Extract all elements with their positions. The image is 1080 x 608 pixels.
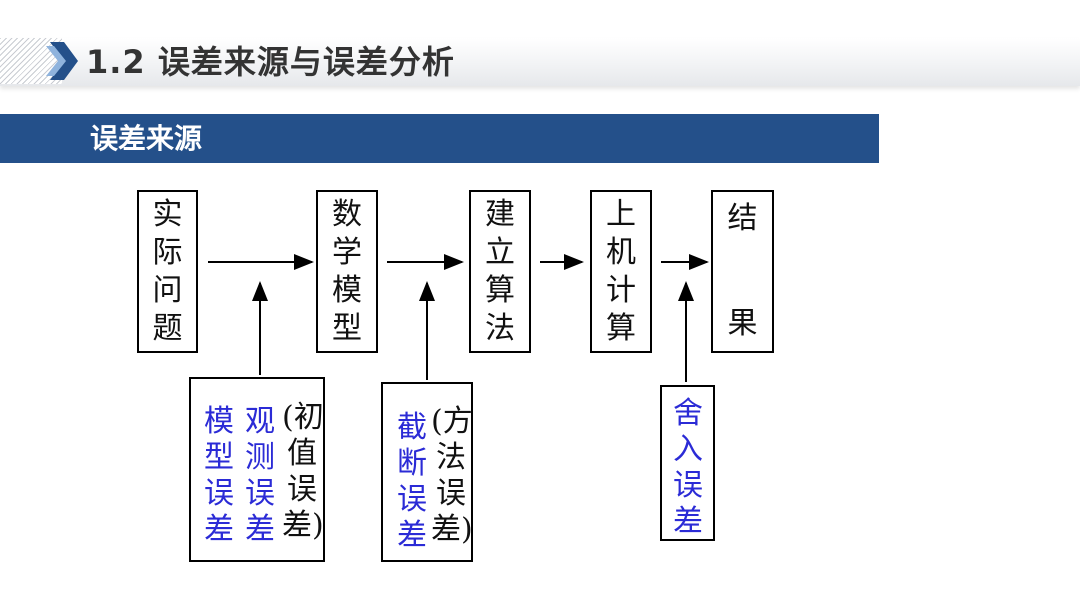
step-box-build-algorithm: 建 立 算 法: [469, 190, 531, 353]
error-box-rounding: [660, 385, 715, 541]
title-bar: [0, 38, 1080, 86]
title-hatch-decoration: [0, 38, 62, 84]
error-label-observation: 观测 误差: [245, 404, 275, 547]
step-box-result: 结 果: [711, 190, 774, 353]
step-box-computer-calc: 上 机 计 算: [590, 190, 652, 353]
section-label: 误差来源: [90, 122, 203, 155]
section-bar: [0, 114, 879, 163]
slide-title: 1.2 误差来源与误差分析: [86, 43, 455, 81]
step-box-math-model: 数 学 模 型: [316, 190, 378, 353]
error-note-method: (方法 误差): [431, 404, 473, 547]
chevron-icon: [46, 42, 78, 80]
error-box-model-observation: [189, 377, 325, 562]
step-box-actual-problem: 实 际 问 题: [137, 190, 198, 353]
error-label-truncation: 截断 误差: [397, 410, 427, 553]
error-box-truncation: [381, 382, 473, 562]
error-label-model: 模型 误差: [204, 404, 234, 547]
error-note-initial-value: (初值 误差): [282, 400, 324, 543]
error-label-rounding: 舍入 误差: [673, 396, 703, 539]
